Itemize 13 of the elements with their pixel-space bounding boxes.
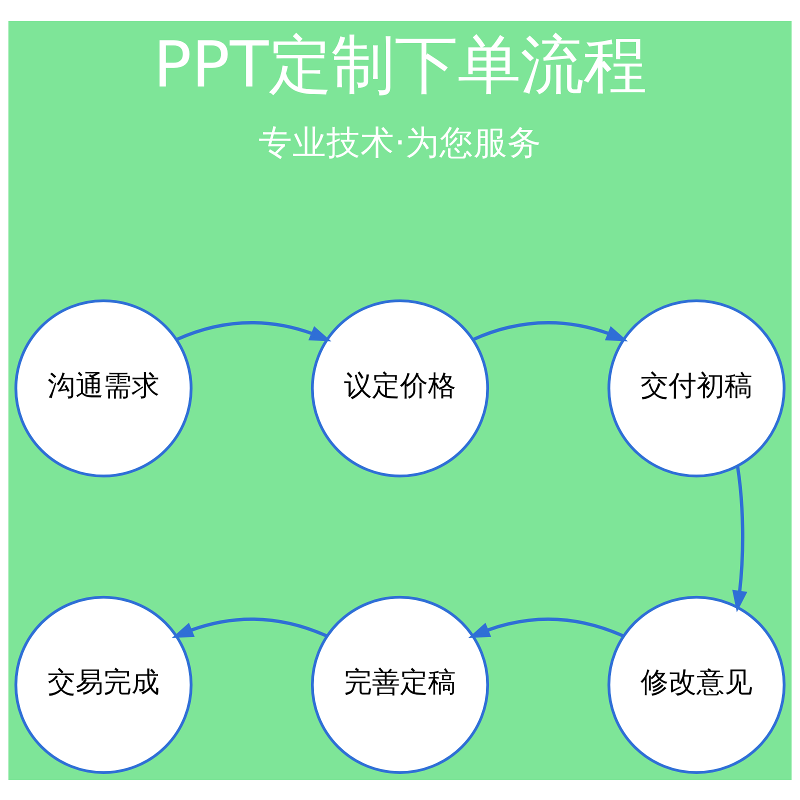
arrow	[176, 320, 332, 341]
node-circle: 交付初稿	[607, 298, 786, 477]
arrow	[172, 617, 328, 638]
node-circle: 修改意见	[607, 595, 786, 774]
label: 专业技术·为您服务	[258, 122, 542, 162]
node-circle: 完善定稿	[310, 595, 490, 774]
node-circle: 沟通需求	[14, 298, 193, 477]
diagram-title: PPT定制下单流程	[153, 27, 647, 102]
arrow	[472, 320, 628, 341]
arrow	[732, 466, 748, 612]
node-circle: 议定价格	[310, 298, 490, 477]
node-circle: 交易完成	[14, 595, 193, 774]
arrow	[468, 617, 624, 638]
